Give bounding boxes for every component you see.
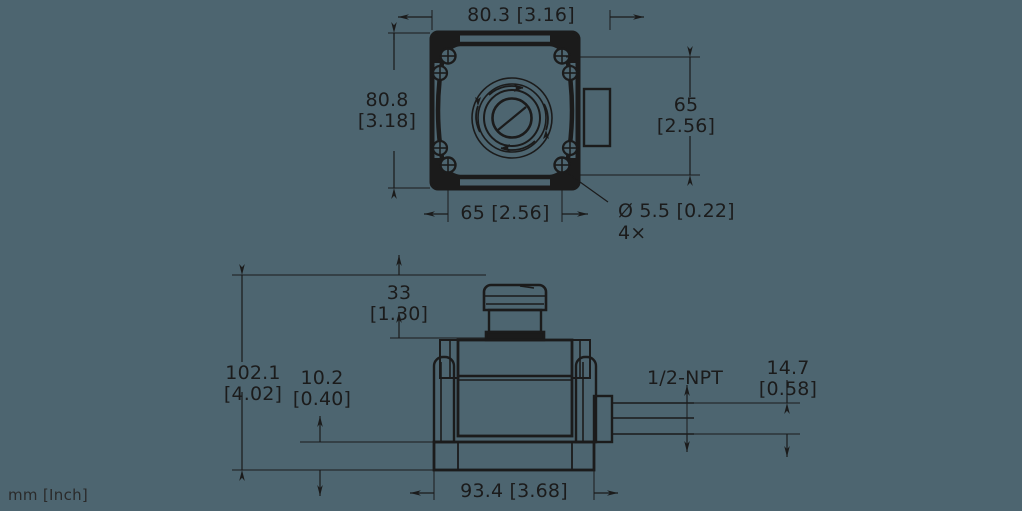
corner-mounting-holes	[439, 47, 571, 174]
side-view-geometry	[432, 283, 694, 472]
actuator-outer-ring	[471, 77, 553, 159]
mounting-hole-top-left	[439, 47, 457, 65]
cover-screw-bottom-right	[561, 139, 579, 157]
housing-body	[432, 338, 598, 472]
rotary-actuator	[471, 77, 553, 159]
push-button-cap	[482, 283, 548, 312]
mounting-hole-bottom-left	[439, 156, 457, 174]
cover-screw-top-left	[431, 64, 449, 82]
button-collar	[484, 308, 546, 342]
mounting-hole-bottom-right	[553, 156, 571, 174]
actuator-hub	[491, 97, 533, 139]
side-view-dimensions	[232, 255, 800, 500]
hole-callout-leader	[565, 171, 609, 203]
actuator-ring-2	[477, 83, 547, 153]
actuator-slot	[497, 106, 527, 131]
front-view-geometry	[429, 30, 612, 191]
front-view-conduit-port	[582, 87, 612, 148]
cover-screw-bottom-left	[431, 139, 449, 157]
front-view-dimensions	[388, 10, 700, 222]
units-caption: mm [Inch]	[8, 486, 89, 504]
rotation-arrowheads	[475, 84, 549, 152]
mounting-hole-top-right	[553, 47, 571, 65]
cover-screw-top-right	[561, 64, 579, 82]
actuator-ring-3	[483, 89, 541, 147]
cover-screws	[431, 64, 579, 157]
